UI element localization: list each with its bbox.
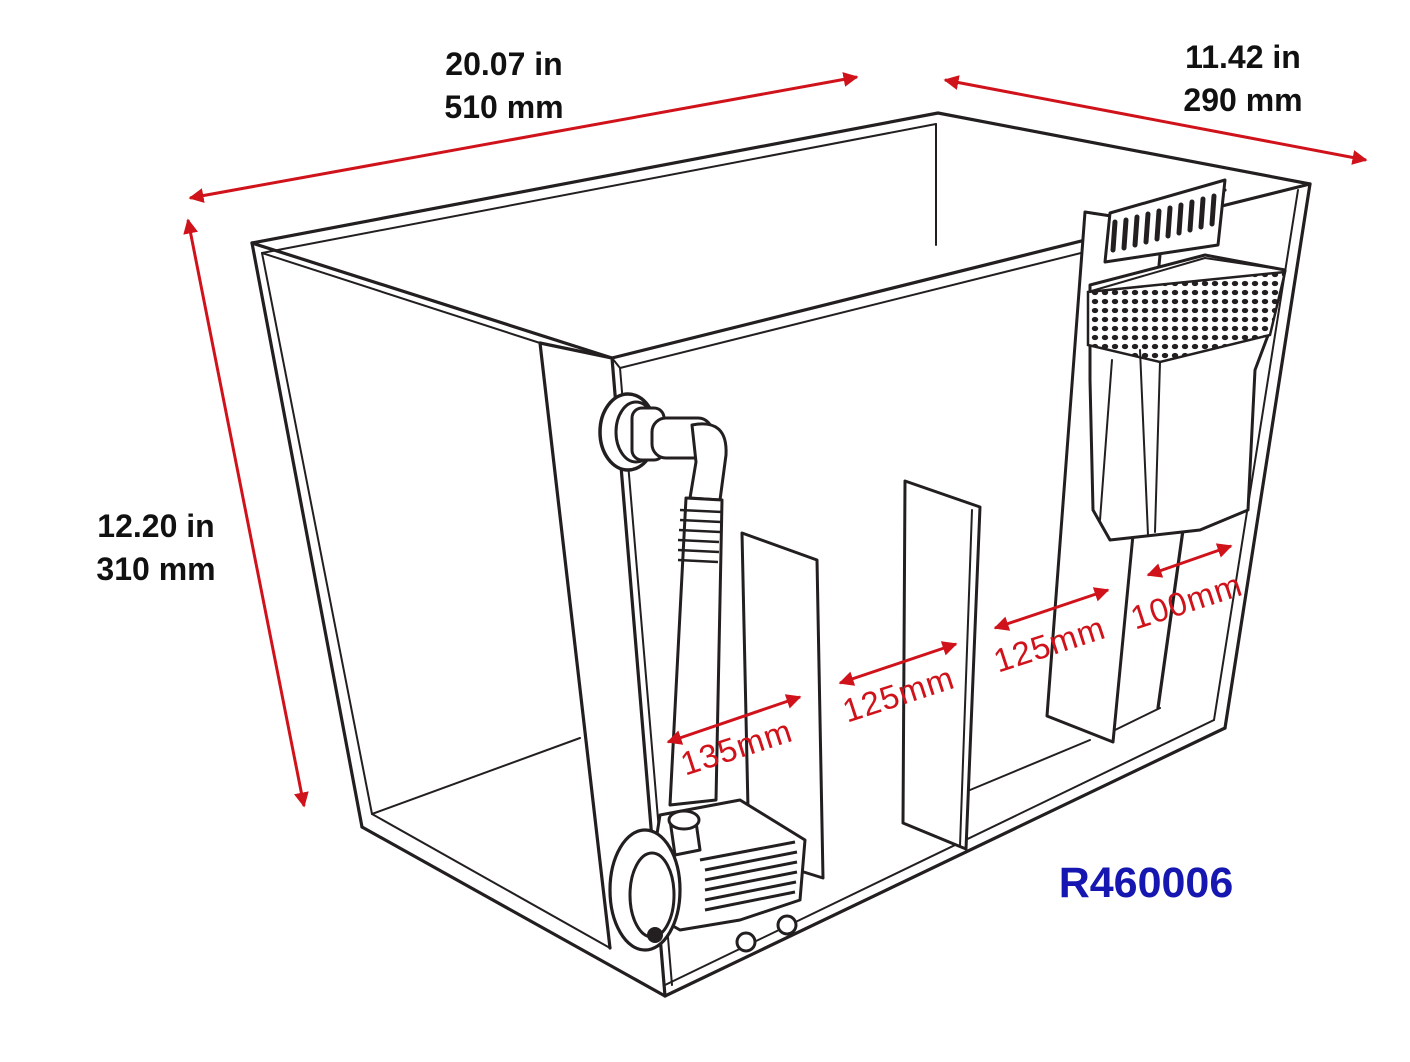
model-number: R460006 (1059, 859, 1234, 907)
chamber-2-arrow (838, 641, 958, 686)
length-imperial: 20.07 in (445, 46, 562, 82)
chamber-4-arrow (1146, 543, 1233, 578)
chamber-3-arrow (993, 587, 1110, 631)
height-imperial: 12.20 in (97, 508, 214, 544)
chamber-1-arrow (666, 694, 802, 745)
dimension-arrows (183, 72, 1368, 808)
height-metric: 310 mm (96, 551, 215, 587)
width-imperial: 11.42 in (1185, 39, 1301, 75)
tank-body (250, 111, 1312, 998)
overflow-comb-icon (1103, 178, 1227, 264)
length-label: 20.07 in 510 mm (444, 46, 563, 125)
length-arrow (188, 72, 859, 203)
filter-sock-icon (1086, 253, 1287, 542)
width-arrow (943, 75, 1368, 165)
width-label: 11.42 in 290 mm (1183, 39, 1302, 118)
length-metric: 510 mm (444, 89, 563, 125)
width-metric: 290 mm (1183, 82, 1302, 118)
height-label: 12.20 in 310 mm (96, 508, 215, 587)
return-pump-icon (608, 798, 807, 953)
height-arrow (183, 218, 309, 808)
